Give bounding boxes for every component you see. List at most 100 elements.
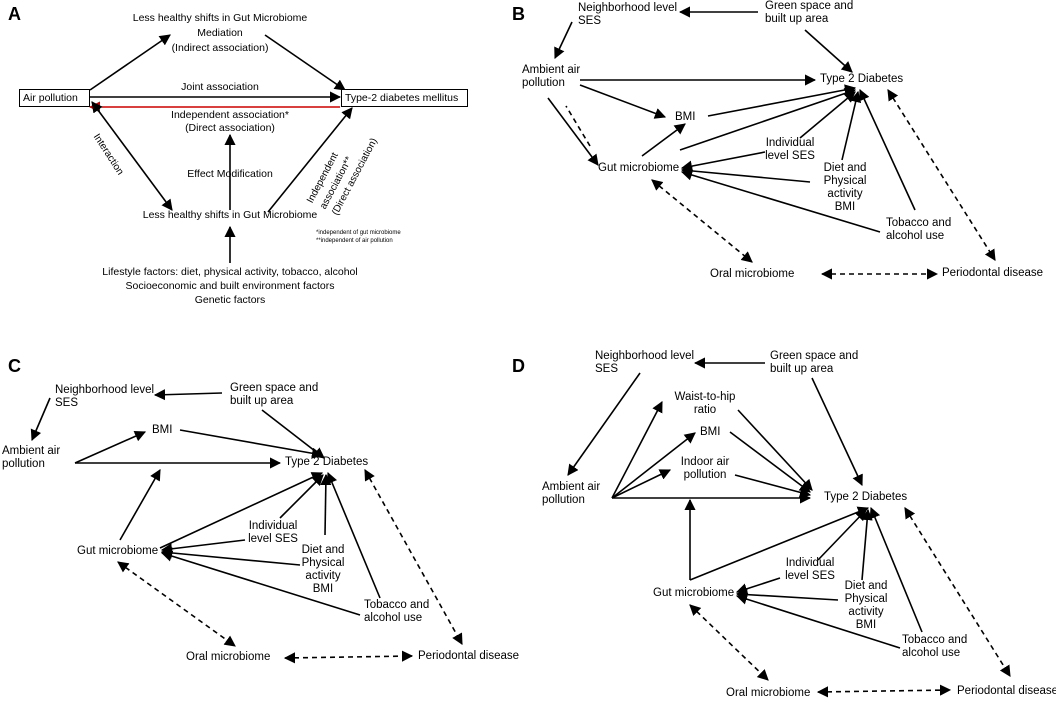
c-arrow-diet-t2d xyxy=(320,473,332,536)
panel-b-letter: B xyxy=(512,4,525,24)
d-arrow-indoor-t2d xyxy=(734,474,812,498)
d-arrow-oral-perio xyxy=(816,684,952,698)
d-neighborhood-line1: Neighborhood level xyxy=(595,350,695,362)
c-arrow-gut-t2d xyxy=(159,472,324,549)
d-oral-label: Oral microbiome xyxy=(726,687,811,699)
d-ambient-line1: Ambient air xyxy=(542,481,601,493)
d-arrow-ambient-whr xyxy=(611,401,663,499)
d-arrow-diet-t2d xyxy=(861,508,873,581)
c-tob-line1: Tobacco and xyxy=(364,599,430,611)
d-diet-line2: Physical xyxy=(844,593,888,605)
c-diet-line3: activity xyxy=(305,570,341,582)
d-gut-label: Gut microbiome xyxy=(653,587,735,599)
b-ambient-line1: Ambient air xyxy=(522,64,581,76)
d-ambient-line2: pollution xyxy=(542,494,585,506)
b-arrow-ambient-gut xyxy=(547,97,599,166)
c-ses-line1: Individual xyxy=(248,520,298,532)
a-arrow-interaction xyxy=(91,101,173,211)
c-arrow-bmi-t2d xyxy=(179,429,324,459)
b-arrow-gut-oral xyxy=(651,179,753,263)
d-arrow-diet-gut xyxy=(735,589,839,601)
b-t2d-label: Type 2 Diabetes xyxy=(820,73,904,85)
c-ses-line2: level SES xyxy=(248,533,298,545)
d-tob-line1: Tobacco and xyxy=(902,634,968,646)
b-diet-line4: BMI xyxy=(834,201,856,213)
a-t2dm-box: Type-2 diabetes mellitus xyxy=(341,89,468,107)
b-ses-line1: Individual xyxy=(765,137,815,149)
b-oral-label: Oral microbiome xyxy=(710,268,795,280)
b-arrow-gut-ambient-dash xyxy=(565,105,591,147)
b-diet-line3: activity xyxy=(827,188,863,200)
d-neighborhood-line2: SES xyxy=(595,363,619,375)
a-bottom-gut-label: Less healthy shifts in Gut Microbiome xyxy=(142,209,318,221)
c-neighborhood-line1: Neighborhood level xyxy=(55,384,155,396)
b-arrow-diet-gut xyxy=(680,165,811,183)
d-arrow-green-t2d xyxy=(811,377,863,487)
d-ses-line2: level SES xyxy=(785,570,835,582)
c-diet-line4: BMI xyxy=(312,583,334,595)
b-arrow-green-t2d xyxy=(804,29,853,73)
b-neighborhood-line1: Neighborhood level xyxy=(578,2,678,14)
b-ambient-line2: pollution xyxy=(522,77,565,89)
c-arrow-ambient-bmi xyxy=(74,430,147,464)
c-neighborhood-line2: SES xyxy=(55,397,79,409)
b-tob-line2: alcohol use xyxy=(886,230,945,242)
c-arrow-green-t2d xyxy=(261,409,325,459)
c-gut-label: Gut microbiome xyxy=(77,545,159,557)
a-arrow-mediation-in xyxy=(89,34,171,91)
d-arrow-gut-t2d xyxy=(689,506,870,581)
a-note-2: **independent of air pollution xyxy=(316,238,393,244)
c-tob-line2: alcohol use xyxy=(364,612,423,624)
c-ambient-line1: Ambient air xyxy=(2,445,61,457)
d-green-line1: Green space and xyxy=(770,350,859,362)
a-joint-label: Joint association xyxy=(181,81,259,93)
a-independent-label: Independent association* xyxy=(171,109,289,121)
d-whr-line2: ratio xyxy=(693,404,717,416)
d-bmi-label: BMI xyxy=(700,426,721,438)
b-arrow-ses-gut xyxy=(680,151,766,172)
panel-a-letter: A xyxy=(8,4,21,24)
c-arrow-ses-t2d xyxy=(279,474,324,519)
c-arrow-gut-oral xyxy=(117,561,236,647)
panel-c-letter: C xyxy=(8,356,21,376)
panel-d-letter: D xyxy=(512,356,525,376)
d-arrow-t2d-perio xyxy=(904,507,1011,677)
d-arrow-ses-gut xyxy=(735,577,781,595)
c-perio-label: Periodontal disease xyxy=(418,650,520,662)
b-arrow-diet-t2d xyxy=(841,90,862,161)
b-neighborhood-line2: SES xyxy=(578,15,602,27)
a-lifestyle-label: Lifestyle factors: diet, physical activi… xyxy=(102,266,358,278)
a-mediation-label: Mediation xyxy=(197,27,243,39)
a-mediation-top-label: Less healthy shifts in Gut Microbiome xyxy=(132,12,308,24)
d-perio-label: Periodontal disease xyxy=(957,685,1056,697)
c-oral-label: Oral microbiome xyxy=(186,651,271,663)
d-green-line2: built up area xyxy=(770,363,834,375)
c-t2d-label: Type 2 Diabetes xyxy=(285,456,369,468)
c-bmi-label: BMI xyxy=(152,424,173,436)
c-arrow-green-neigh xyxy=(153,389,223,401)
c-arrow-diet-gut xyxy=(160,547,301,566)
b-tob-line1: Tobacco and xyxy=(886,217,952,229)
d-arrow-ses-t2d xyxy=(817,509,867,561)
a-socio-label: Socioeconomic and built environment fact… xyxy=(125,280,335,292)
d-diet-line4: BMI xyxy=(855,619,877,631)
d-diet-line1: Diet and xyxy=(844,580,888,592)
d-ses-line1: Individual xyxy=(785,557,835,569)
b-green-line2: built up area xyxy=(765,13,829,25)
b-arrow-neigh-ambient xyxy=(554,21,573,60)
a-note-1: *independent of gut microbiome xyxy=(316,230,401,236)
a-indirect-label: (Indirect association) xyxy=(171,42,269,54)
d-arrow-gut-oral xyxy=(689,604,769,681)
c-ambient-line2: pollution xyxy=(2,458,45,470)
b-green-line1: Green space and xyxy=(765,0,854,12)
a-arrow-mediation-out xyxy=(264,34,346,91)
b-gut-label: Gut microbiome xyxy=(598,162,680,174)
c-arrow-neigh-ambient xyxy=(30,397,51,442)
d-tob-line2: alcohol use xyxy=(902,647,961,659)
d-t2d-label: Type 2 Diabetes xyxy=(824,491,908,503)
d-indoor-line1: Indoor air xyxy=(680,456,730,468)
a-direct-label: (Direct association) xyxy=(185,122,275,134)
d-diet-line3: activity xyxy=(848,606,884,618)
b-arrow-gut-bmi xyxy=(641,123,686,157)
